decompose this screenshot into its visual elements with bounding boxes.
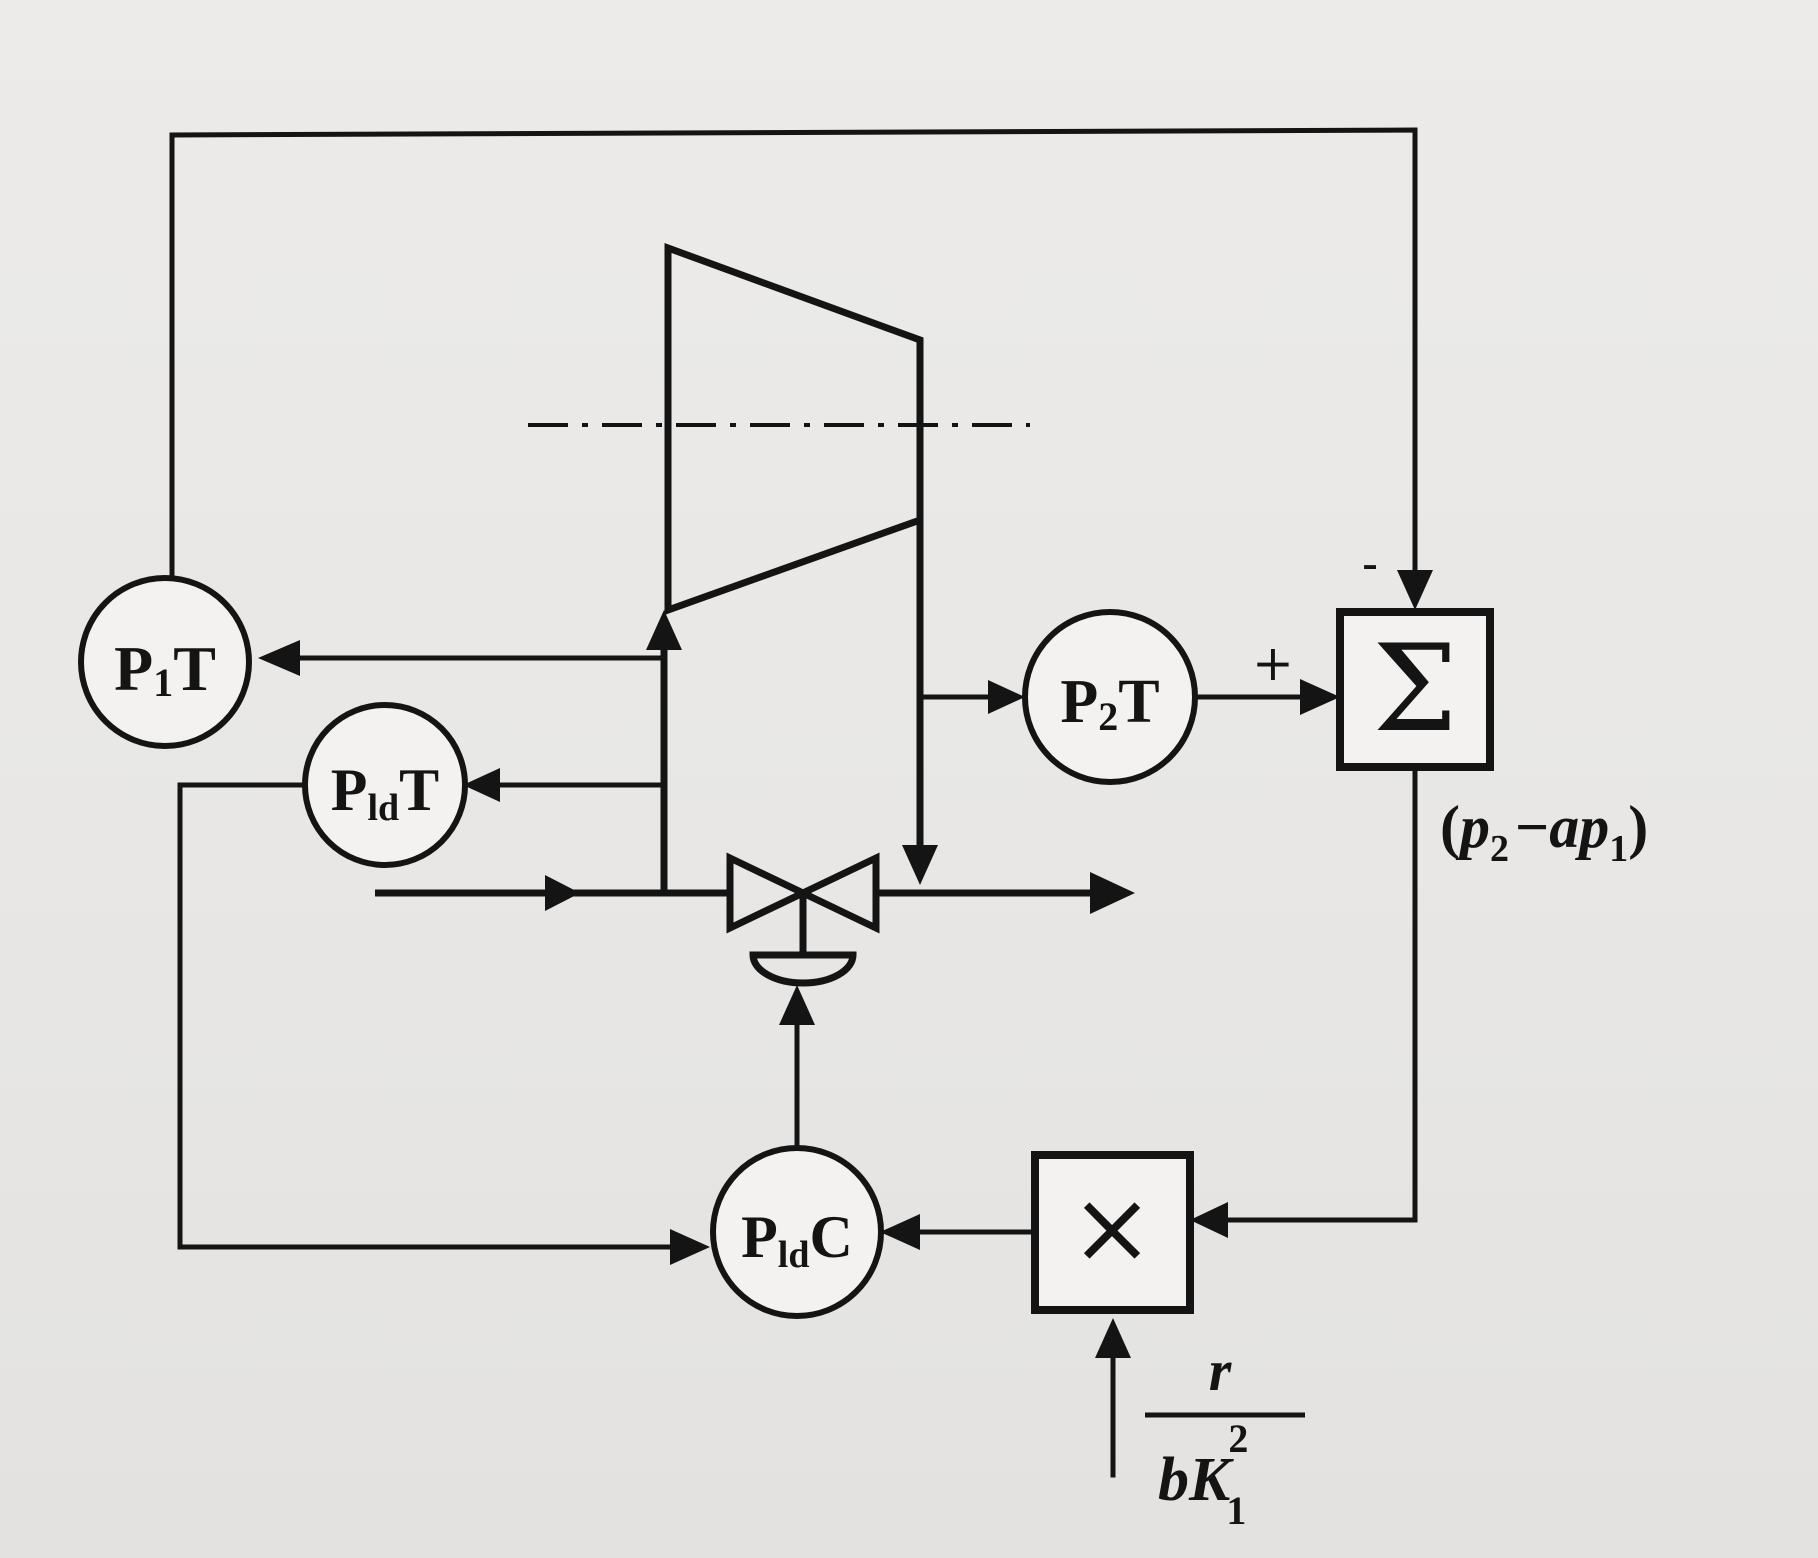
summer-plus-sign: + [1252,634,1294,692]
gain-to-multiplier-arrowhead [1095,1318,1131,1358]
control-valve [726,852,880,987]
output-expression: (p2−ap1) [1440,794,1648,870]
summer-symbol: Σ [1373,620,1458,759]
gain-numerator: r [1209,1338,1232,1403]
pld-transmitter-label: PldT [331,757,439,829]
pld-controller-circle [710,1145,884,1319]
multiplier-to-controller-arrowhead [880,1214,920,1250]
valve-left-triangle [726,852,812,934]
pldt-to-controller-arrowhead [670,1229,710,1265]
p2-transmitter: P2T [1022,609,1198,785]
p1-transmitter-label: P1T [114,633,216,705]
pld-controller: PldC [710,1145,884,1319]
process-piping [375,520,1135,914]
p2-tap-arrowhead [988,680,1025,714]
p1-transmitter-circle [78,575,252,749]
compressor-body [664,242,924,615]
p1t-to-summer-arrowhead [1397,570,1433,610]
p1-tap-arrowhead [258,640,300,676]
summer-to-multiplier-line [1225,765,1418,1223]
summer-minus-sign: - [1362,537,1377,588]
valve-right-triangle [794,852,880,934]
pldt-to-controller-line [177,782,673,1250]
multiplier-symbol: × [1070,1169,1154,1286]
summer-box [1336,608,1494,771]
p2-transmitter-label: P2T [1060,668,1159,739]
compressor [528,242,1030,615]
pld-tap-arrowhead [463,768,500,802]
p2t-to-summer-arrowhead [1300,679,1340,715]
discharge-arrowhead [902,845,938,885]
valve-actuator [749,951,857,987]
summer-to-multiplier-arrowhead [1190,1202,1228,1238]
p2-transmitter-circle [1022,609,1198,785]
outlet-arrowhead [1090,872,1135,914]
controller-to-valve-arrowhead [779,985,815,1025]
pld-transmitter: PldT [302,702,468,868]
output-expression-text: (p2−ap1) [1440,794,1648,870]
summer-block: Σ - + [1252,537,1494,771]
signal-wiring [169,127,1433,1478]
p1-transmitter: P1T [78,575,252,749]
multiplier-block: × [1031,1151,1194,1314]
pld-controller-label: PldC [741,1204,853,1276]
suction-arrowhead [646,610,682,650]
pld-transmitter-circle [302,702,468,868]
multiplier-box [1031,1151,1194,1314]
p1t-to-summer-line [169,127,1418,581]
